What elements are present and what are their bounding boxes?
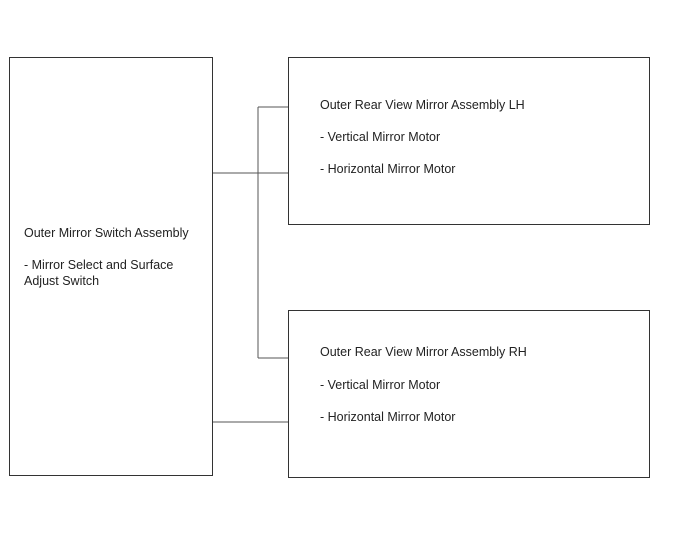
- switch-assembly-item-line2: Adjust Switch: [24, 274, 100, 288]
- switch-assembly-box: [9, 57, 213, 476]
- mirror-lh-box: [288, 57, 650, 225]
- mirror-rh-title: Outer Rear View Mirror Assembly RH: [320, 345, 527, 359]
- mirror-rh-horizontal-motor: - Horizontal Mirror Motor: [320, 410, 456, 424]
- mirror-lh-horizontal-motor: - Horizontal Mirror Motor: [320, 162, 456, 176]
- switch-assembly-item-line1: - Mirror Select and Surface: [24, 258, 174, 272]
- mirror-rh-box: [288, 310, 650, 478]
- mirror-lh-title: Outer Rear View Mirror Assembly LH: [320, 98, 525, 112]
- mirror-lh-vertical-motor: - Vertical Mirror Motor: [320, 130, 441, 144]
- mirror-rh-vertical-motor: - Vertical Mirror Motor: [320, 378, 441, 392]
- switch-assembly-title: Outer Mirror Switch Assembly: [24, 226, 189, 240]
